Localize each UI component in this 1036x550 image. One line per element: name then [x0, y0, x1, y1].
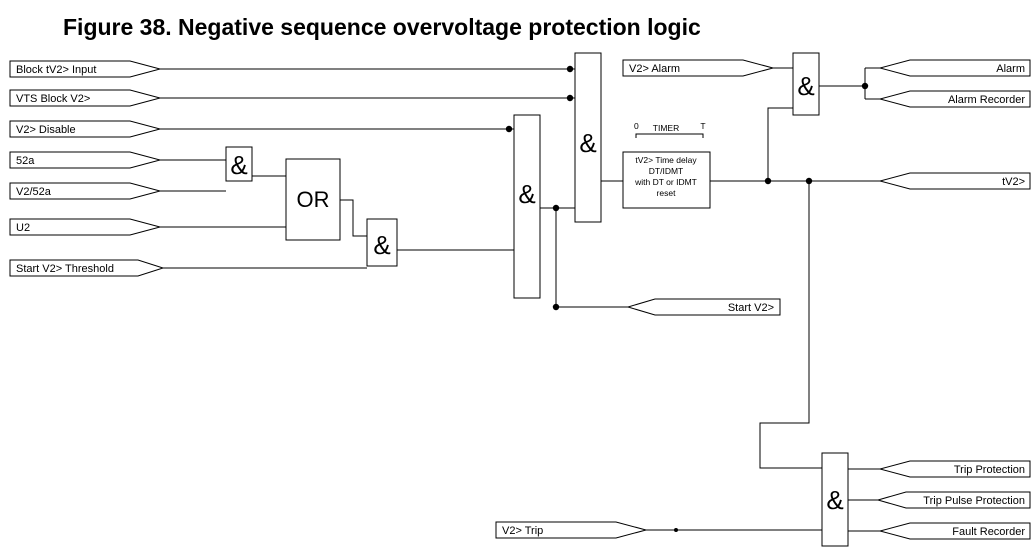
input-u2: U2 — [9, 218, 162, 236]
timer-text-line1: tV2> Time delay — [635, 155, 697, 165]
output-alarm-label: Alarm — [996, 63, 1025, 75]
figure-title: Figure 38. Negative sequence overvoltage… — [63, 14, 701, 40]
and-gate-alarm-symbol: & — [797, 71, 814, 101]
output-trip-pulse-protection-label: Trip Pulse Protection — [923, 495, 1025, 507]
timer-bracket-icon — [635, 133, 704, 138]
and-gate-enable: & — [513, 114, 541, 299]
input-v2-alarm-label: V2> Alarm — [629, 63, 680, 75]
input-v2-alarm: V2> Alarm — [622, 59, 775, 77]
input-v2-disable-label: V2> Disable — [16, 124, 76, 136]
input-start-v2-threshold: Start V2> Threshold — [9, 259, 165, 277]
and-gate-trip-symbol: & — [826, 485, 843, 515]
and-gate-trip: & — [821, 452, 849, 547]
timer-text-line2: DT/IDMT — [649, 166, 683, 176]
input-52a-label: 52a — [16, 155, 35, 167]
input-block-tv2-label: Block tV2> Input — [16, 64, 96, 76]
timer-text-line4: reset — [657, 188, 677, 198]
input-vts-block: VTS Block V2> — [9, 89, 162, 107]
input-v2-trip-label: V2> Trip — [502, 525, 543, 537]
junction-dots — [505, 65, 869, 532]
output-trip-pulse-protection: Trip Pulse Protection — [876, 491, 1031, 509]
input-vts-block-label: VTS Block V2> — [16, 93, 90, 105]
output-fault-recorder-label: Fault Recorder — [952, 526, 1025, 538]
and-gate-alarm: & — [792, 52, 820, 116]
and-gate-52a: & — [225, 146, 253, 182]
output-start-v2-label: Start V2> — [728, 302, 774, 314]
timer-block: 0 T TIMER tV2> Time delay DT/IDMT with D… — [622, 121, 711, 209]
timer-box — [622, 151, 711, 209]
timer-label: TIMER — [653, 123, 679, 133]
wires — [160, 67, 880, 532]
input-block-tv2: Block tV2> Input — [9, 60, 162, 78]
and-gate-block-symbol: & — [579, 128, 596, 158]
output-fault-recorder: Fault Recorder — [878, 522, 1031, 540]
or-gate: OR — [285, 158, 341, 241]
or-gate-symbol: OR — [297, 187, 330, 212]
timer-text-line3: with DT or IDMT — [634, 177, 697, 187]
output-tv2: tV2> — [878, 172, 1031, 190]
timer-t0-label: 0 — [634, 121, 639, 131]
input-v2-52a-label: V2/52a — [16, 186, 52, 198]
output-alarm-recorder-label: Alarm Recorder — [948, 94, 1025, 106]
input-start-v2-threshold-label: Start V2> Threshold — [16, 263, 114, 275]
and-gate-threshold-symbol: & — [373, 230, 390, 260]
output-tv2-label: tV2> — [1002, 176, 1025, 188]
and-gate-52a-symbol: & — [230, 150, 247, 180]
output-alarm: Alarm — [878, 59, 1031, 77]
output-alarm-recorder: Alarm Recorder — [878, 90, 1031, 108]
output-trip-protection-label: Trip Protection — [954, 464, 1025, 476]
timer-t-label: T — [700, 121, 705, 131]
and-gate-enable-symbol: & — [518, 179, 535, 209]
and-gate-block: & — [574, 52, 602, 223]
output-start-v2: Start V2> — [626, 298, 781, 316]
output-trip-protection: Trip Protection — [878, 460, 1031, 478]
input-v2-disable: V2> Disable — [9, 120, 162, 138]
input-u2-label: U2 — [16, 222, 30, 234]
input-v2-52a: V2/52a — [9, 182, 162, 200]
input-v2-trip: V2> Trip — [495, 521, 648, 539]
and-gate-threshold: & — [366, 218, 398, 267]
input-52a: 52a — [9, 151, 162, 169]
